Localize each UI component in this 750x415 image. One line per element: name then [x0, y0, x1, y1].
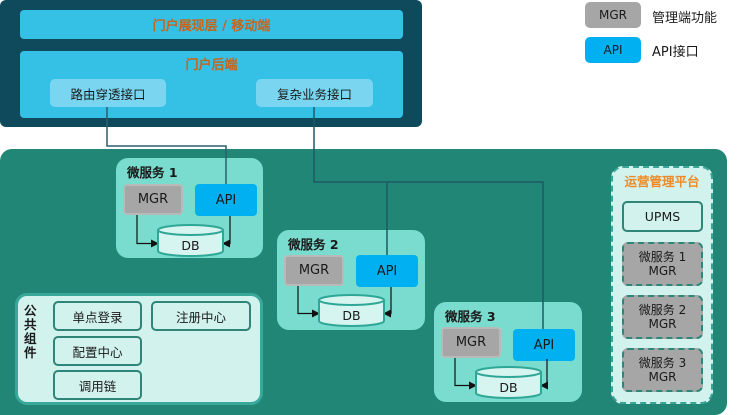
ops-mgr-item: 微服务 1 MGR [622, 242, 703, 286]
component-config-center: 配置中心 [53, 336, 142, 366]
portal-backend-title: 门户后端 [185, 57, 238, 73]
legend-mgr-chip: MGR [585, 2, 641, 28]
ops-platform-title: 运营管理平台 [624, 174, 700, 189]
complex-business-interface: 复杂业务接口 [256, 79, 373, 107]
microservice-2-mgr: MGR [284, 255, 344, 286]
ops-mgr-label: MGR [648, 317, 677, 331]
ops-upms: UPMS [622, 201, 703, 232]
ops-mgr-label: MGR [648, 264, 677, 278]
ops-mgr-service-name: 微服务 2 [638, 303, 687, 317]
ops-mgr-item: 微服务 2 MGR [622, 295, 703, 339]
microservice-3-mgr: MGR [441, 327, 501, 358]
route-passthrough-interface: 路由穿透接口 [50, 79, 166, 107]
ops-mgr-label: MGR [648, 370, 677, 384]
component-sso: 单点登录 [53, 301, 142, 331]
microservice-3-api: API [513, 329, 575, 361]
component-call-chain: 调用链 [53, 370, 142, 400]
microservice-1-mgr: MGR [123, 184, 183, 215]
legend-api-chip: API [585, 37, 641, 63]
microservice-2-title: 微服务 2 [288, 237, 339, 252]
legend-api-label: API接口 [652, 44, 699, 60]
legend-mgr-label: 管理端功能 [652, 10, 718, 26]
portal-frontend-layer: 门户展现层 / 移动端 [20, 10, 403, 39]
component-registry-center: 注册中心 [151, 301, 251, 331]
microservice-3-title: 微服务 3 [445, 309, 496, 324]
ops-mgr-service-name: 微服务 1 [638, 250, 687, 264]
common-components-title: 公共组件 [24, 303, 37, 360]
ops-mgr-item: 微服务 3 MGR [622, 348, 703, 392]
microservice-1-title: 微服务 1 [127, 165, 178, 180]
microservice-1-api: API [195, 184, 257, 216]
microservice-2-api: API [356, 255, 418, 287]
ops-mgr-service-name: 微服务 3 [638, 356, 687, 370]
